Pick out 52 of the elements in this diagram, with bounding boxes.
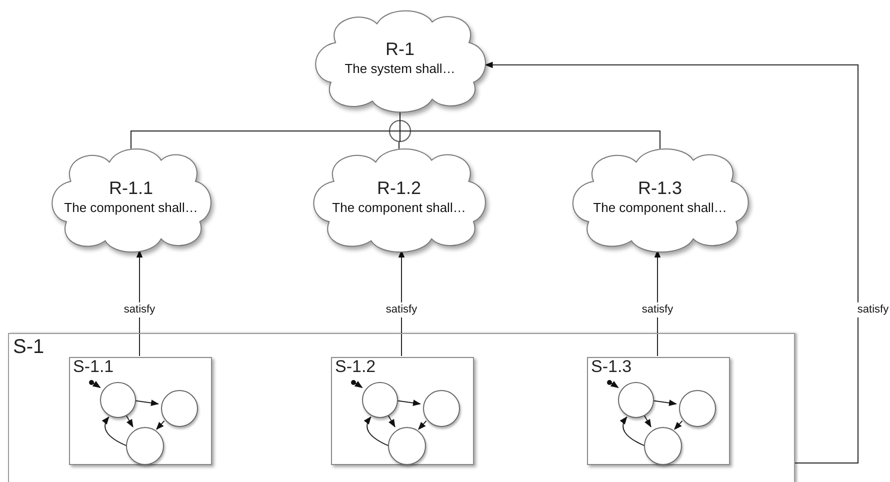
system-box xyxy=(8,333,795,482)
state-circle xyxy=(362,382,398,418)
state-circle xyxy=(161,390,198,427)
arrow xyxy=(92,380,101,388)
edge-label: satisfy xyxy=(855,302,890,318)
edge-label: satisfy xyxy=(640,302,676,318)
subsystem-box xyxy=(587,357,730,465)
connector-line xyxy=(398,142,400,150)
arrow xyxy=(620,416,646,446)
edge-label: satisfy xyxy=(384,302,420,318)
arrow xyxy=(396,400,421,406)
start-dot xyxy=(351,380,356,385)
arrow xyxy=(418,420,427,430)
arrow xyxy=(610,380,619,388)
requirement-text: The component shall… xyxy=(64,199,198,218)
junction-circle xyxy=(389,120,411,142)
state-circle xyxy=(388,427,426,465)
state-circle xyxy=(100,382,136,418)
state-circle xyxy=(644,427,682,465)
subsystem-label: S-1.1 xyxy=(73,358,114,377)
requirement-text: The system shall… xyxy=(344,60,456,78)
subsystem-box xyxy=(331,357,474,465)
requirement-text: The component shall… xyxy=(593,199,727,218)
subsystem-label: S-1.3 xyxy=(591,358,632,377)
state-circle xyxy=(618,382,654,418)
arrow xyxy=(134,400,159,406)
arrow xyxy=(484,62,858,464)
requirement-id: R-1.2 xyxy=(376,178,421,200)
connector-line xyxy=(130,130,390,150)
arrow xyxy=(643,414,652,428)
start-dot xyxy=(607,380,612,385)
arrow xyxy=(125,414,134,428)
arrow xyxy=(156,420,165,430)
start-dot xyxy=(89,380,94,385)
edge-label: satisfy xyxy=(122,302,158,318)
requirement-id: R-1 xyxy=(385,38,414,60)
state-circle xyxy=(126,427,164,465)
subsystem-label: S-1.2 xyxy=(335,358,376,377)
state-circle xyxy=(679,390,716,427)
arrow xyxy=(364,416,390,446)
arrow xyxy=(652,400,677,406)
arrow xyxy=(354,380,363,388)
arrow xyxy=(674,420,683,430)
state-circle xyxy=(423,390,460,427)
connector-line xyxy=(410,130,660,150)
system-label: S-1 xyxy=(13,336,44,358)
requirement-id: R-1.3 xyxy=(638,178,682,200)
arrow xyxy=(387,414,396,428)
arrow xyxy=(102,416,128,446)
requirement-text: The component shall… xyxy=(332,199,466,218)
subsystem-box xyxy=(69,357,212,465)
requirement-id: R-1.1 xyxy=(108,178,153,200)
